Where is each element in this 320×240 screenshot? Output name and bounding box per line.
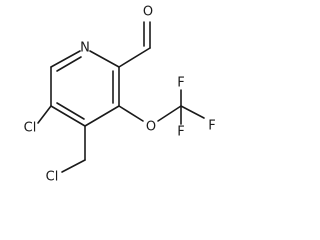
atom-label-fluorine-bottom: F <box>177 125 184 140</box>
atom-label-methyl-chlorine: Cl <box>46 170 59 185</box>
atom-label-fluorine-right: F <box>208 119 215 134</box>
atom-label-fluorine-top: F <box>177 76 184 91</box>
bond-cf3-f-right <box>180 105 205 119</box>
bond-c5-cl <box>37 105 52 124</box>
bond-c3-c4 <box>84 105 120 127</box>
bond-c6-n <box>50 50 81 68</box>
bond-c4-c5-double <box>56 102 85 120</box>
bond-c6-n-double <box>56 56 82 72</box>
bond-c4-c5 <box>50 105 86 127</box>
atom-label-ether-oxygen: O <box>146 120 156 135</box>
bond-c2-cho <box>118 47 151 68</box>
bond-n-c2 <box>89 50 120 68</box>
bond-ch2-cl <box>61 159 86 173</box>
bond-o-cf3 <box>157 105 182 122</box>
chemical-structure-diagram: N O O F F F Cl Cl <box>24 5 216 185</box>
atom-label-aldehyde-oxygen: O <box>143 5 153 20</box>
atom-label-ring-chlorine: Cl <box>24 121 37 136</box>
bond-c3-o <box>118 105 144 122</box>
atom-label-nitrogen: N <box>80 41 90 56</box>
